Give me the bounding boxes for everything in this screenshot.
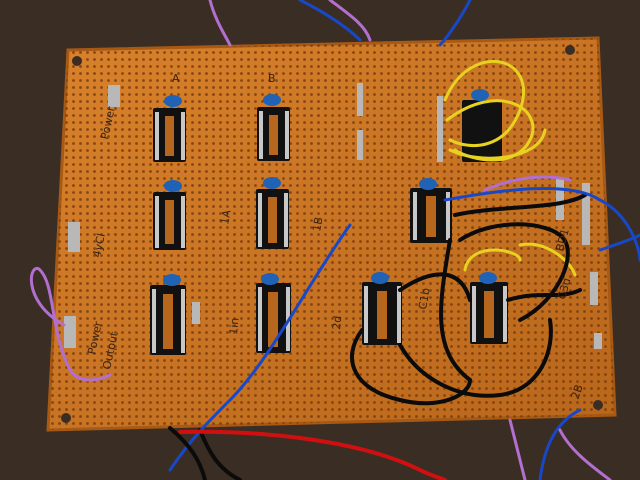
wire-black (439, 238, 472, 382)
capacitor (263, 177, 281, 189)
wire-purple (558, 428, 612, 480)
capacitor (163, 274, 181, 286)
socket-pins (152, 111, 507, 353)
capacitors (163, 89, 497, 286)
header-pin-strip (192, 302, 200, 324)
wire-purple (508, 418, 527, 480)
header-pin-strip (590, 272, 598, 305)
header-pin-strip (108, 85, 120, 107)
wire-blue (443, 187, 640, 262)
header-pin-strip (68, 222, 80, 252)
note-4ycl: 4yCl (90, 232, 108, 258)
note-col-a: A (172, 72, 180, 85)
capacitor (471, 89, 489, 101)
mounting-hole (593, 400, 603, 410)
mounting-hole (72, 56, 82, 66)
wire-purple (328, 0, 372, 42)
header-pin-strip (357, 130, 363, 160)
note-1a: 1A (218, 208, 233, 225)
capacitor (164, 95, 182, 107)
note-col-b: B (268, 72, 276, 85)
wire-yellow (518, 242, 577, 277)
capacitor (261, 273, 279, 285)
wire-purple (483, 175, 572, 192)
note-bd1: BD1 (553, 227, 572, 253)
capacitor (263, 94, 281, 106)
header-pins (64, 83, 602, 349)
header-pin-strip (437, 96, 443, 162)
wire-purple (208, 0, 232, 47)
perfboard (46, 36, 617, 432)
note-c3d: C3d (555, 276, 573, 300)
wire-yellow (443, 59, 525, 147)
wire-purple (29, 266, 112, 382)
wire-black (350, 328, 472, 406)
note-1in: 1in (227, 317, 241, 335)
wire-yellow (448, 128, 547, 160)
wires (29, 0, 640, 480)
header-pin-strip (556, 178, 564, 220)
wire-blue (438, 0, 472, 47)
wire-black (506, 288, 582, 302)
ic-socket (462, 100, 502, 162)
note-2b: 2B (569, 383, 586, 401)
socket-inner-slots (163, 115, 494, 349)
wire-black (198, 428, 242, 480)
wire-blue (538, 408, 582, 480)
capacitor (371, 272, 389, 284)
note-c1b: C1b (416, 287, 433, 311)
note-1b: 1B (310, 216, 325, 233)
wire-black (398, 318, 553, 398)
capacitor (419, 178, 437, 190)
header-pin-strip (64, 316, 76, 348)
mounting-hole (565, 45, 575, 55)
capacitor (164, 180, 182, 192)
wire-black (453, 193, 587, 217)
header-pin-strip (594, 333, 602, 349)
note-2d: 2d (330, 315, 344, 330)
capacitor (479, 272, 497, 284)
wire-blue (298, 0, 362, 42)
wire-blue (598, 233, 640, 252)
wire-red (178, 429, 447, 480)
header-pin-strip (582, 183, 590, 245)
mounting-hole (61, 413, 71, 423)
wire-yellow (463, 248, 522, 272)
wire-blue (168, 223, 352, 472)
wire-black (168, 426, 207, 480)
header-pin-strip (357, 83, 363, 116)
